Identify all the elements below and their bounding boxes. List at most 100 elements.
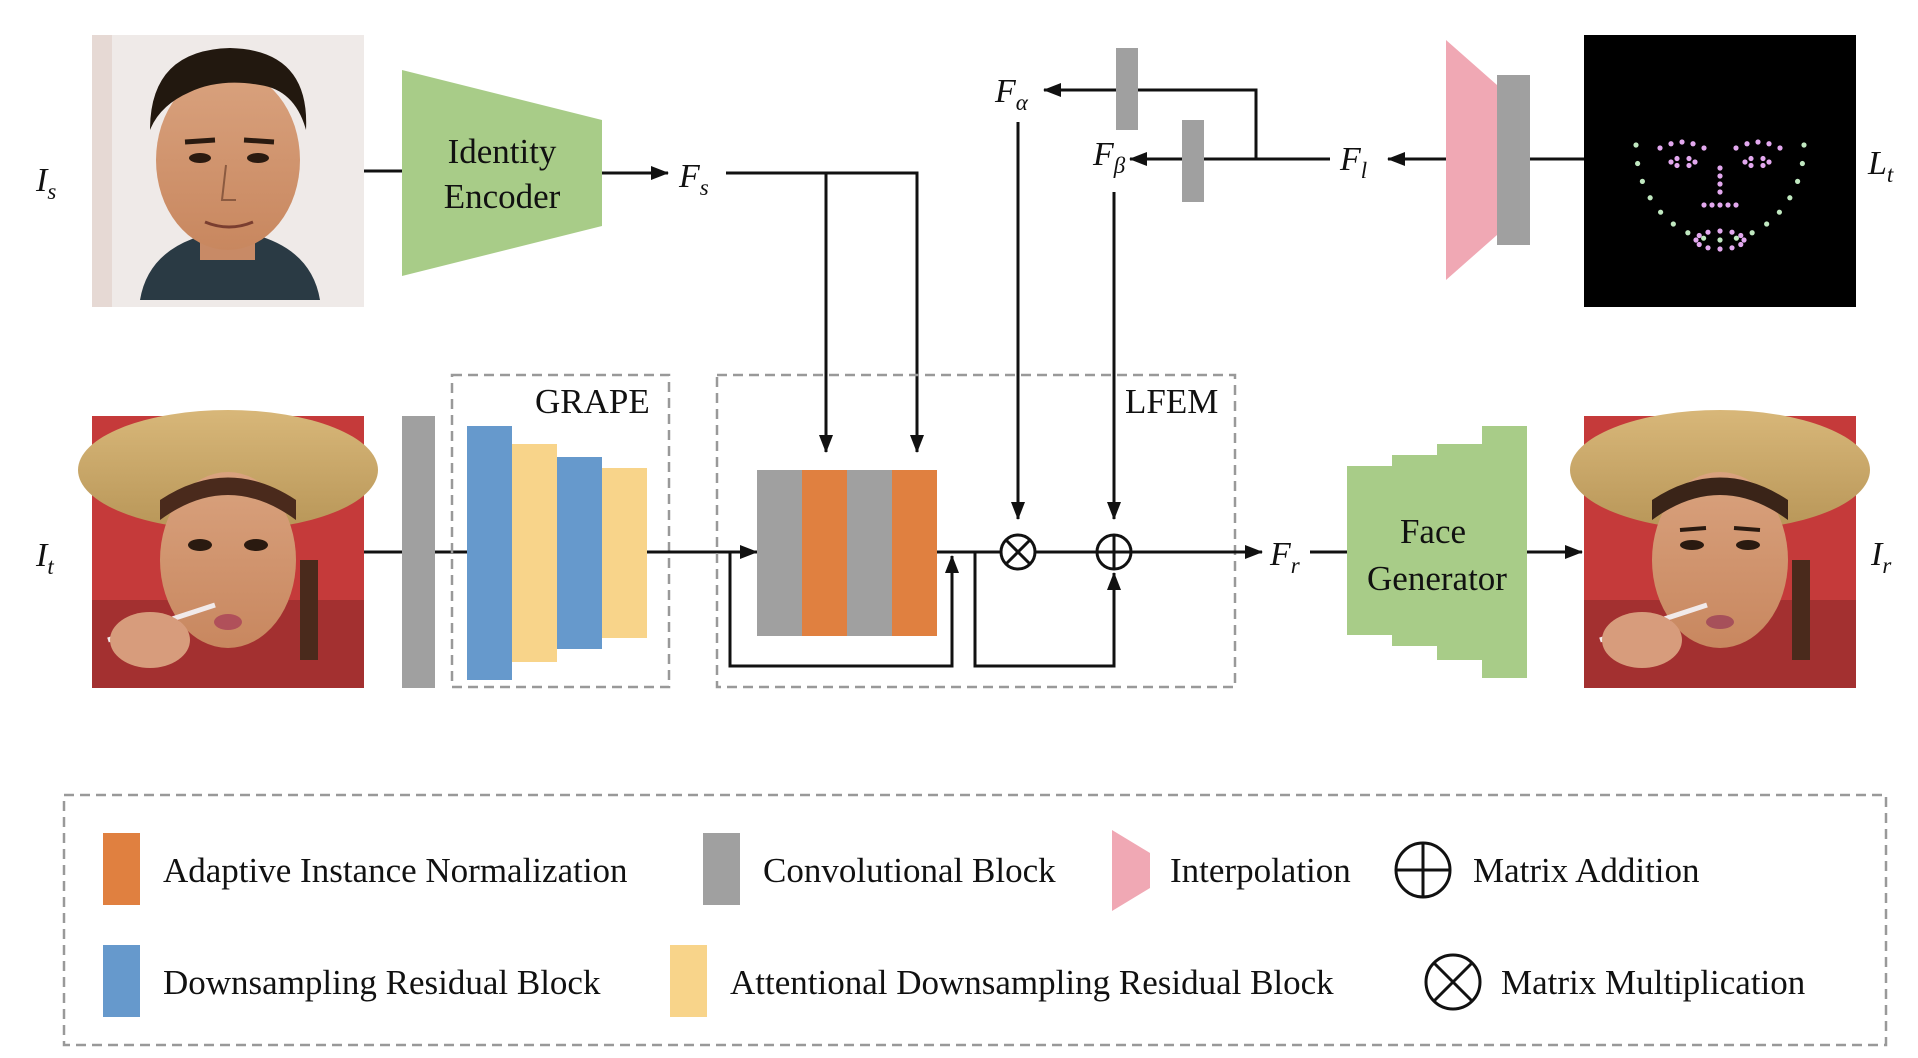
nose-point — [1701, 202, 1707, 208]
interpolation-block — [1446, 40, 1497, 280]
jaw-point — [1647, 195, 1653, 201]
mouth-point — [1729, 229, 1735, 235]
brow-point — [1690, 141, 1696, 147]
label-lt: Lt — [1867, 145, 1894, 187]
jaw-point — [1799, 160, 1805, 167]
legend-attn-swatch — [670, 945, 707, 1017]
eye-point — [1748, 162, 1754, 169]
legend-attn-label: Attentional Downsampling Residual Block — [730, 963, 1334, 1002]
face-generator: Face Generator — [1347, 426, 1527, 678]
jaw-point — [1776, 209, 1782, 215]
label-is: Is — [35, 162, 56, 204]
eye-point — [1760, 155, 1766, 162]
lfem-conv-block-1 — [757, 470, 802, 636]
target-face-photo — [78, 410, 378, 688]
eye-point — [1748, 155, 1754, 162]
label-falpha: Fα — [994, 73, 1029, 115]
jaw-point — [1685, 230, 1691, 236]
eye-point — [1686, 155, 1692, 162]
nose-point — [1717, 189, 1723, 195]
brow-point — [1701, 145, 1707, 151]
nose-point — [1717, 181, 1723, 187]
label-fbeta: Fβ — [1092, 136, 1126, 178]
eye-point — [1668, 159, 1674, 165]
label-fr: Fr — [1269, 536, 1301, 578]
brow-point — [1679, 139, 1685, 145]
legend-mul-icon — [1424, 953, 1482, 1011]
jaw-point — [1658, 209, 1664, 215]
jaw-point — [1787, 195, 1793, 201]
jaw-point — [1635, 160, 1641, 167]
grape-module: GRAPE — [450, 373, 671, 689]
attentional-block-1 — [512, 444, 557, 662]
identity-encoder-line2: Encoder — [444, 177, 561, 216]
grape-label: GRAPE — [535, 382, 650, 421]
brow-point — [1766, 141, 1772, 147]
jaw-point — [1764, 221, 1770, 227]
nose-point — [1733, 202, 1739, 208]
legend: Adaptive Instance Normalization Convolut… — [62, 793, 1888, 1047]
jaw-point — [1733, 235, 1739, 241]
beta-conv-block — [1182, 120, 1204, 202]
mouth-point — [1717, 246, 1723, 252]
mouth-point — [1696, 241, 1702, 248]
legend-adain-label: Adaptive Instance Normalization — [163, 851, 628, 890]
jaw-point — [1801, 142, 1807, 148]
mouth-point — [1738, 241, 1744, 248]
result-face-photo — [1570, 410, 1870, 688]
mouth-point — [1705, 245, 1711, 251]
legend-frame — [62, 793, 1888, 1047]
nose-point — [1709, 202, 1715, 208]
landmark-points — [1633, 139, 1807, 252]
face-generator-line2: Generator — [1367, 559, 1507, 598]
mouth-point — [1738, 232, 1744, 239]
legend-conv-swatch — [703, 833, 740, 905]
jaw-point — [1639, 178, 1645, 184]
mouth-point — [1717, 228, 1723, 234]
lfem-module: LFEM — [715, 373, 1237, 689]
add-operator — [1095, 533, 1133, 571]
legend-interp-swatch — [1112, 830, 1150, 911]
jaw-point — [1701, 235, 1707, 241]
target-conv-block — [402, 416, 435, 688]
jaw-point — [1633, 142, 1639, 148]
landmark-conv-block — [1497, 75, 1530, 245]
legend-conv-label: Convolutional Block — [763, 851, 1056, 890]
nose-point — [1725, 202, 1731, 208]
downsampling-block-2 — [557, 457, 602, 649]
attentional-block-2 — [602, 468, 647, 638]
label-fl: Fl — [1339, 141, 1367, 183]
label-ir: Ir — [1870, 536, 1892, 578]
face-generator-shape — [1347, 426, 1527, 678]
legend-add-label: Matrix Addition — [1473, 851, 1700, 890]
legend-add-icon — [1394, 841, 1452, 899]
eye-point — [1674, 155, 1680, 162]
legend-interp-label: Interpolation — [1170, 851, 1351, 890]
nose-point — [1717, 173, 1723, 179]
mouth-point — [1741, 237, 1747, 243]
alpha-conv-block — [1116, 48, 1138, 130]
brow-point — [1744, 141, 1750, 147]
face-generator-line1: Face — [1400, 512, 1466, 551]
label-fs: Fs — [678, 158, 709, 200]
jaw-point — [1670, 221, 1676, 227]
lfem-conv-block-2 — [847, 470, 892, 636]
lfem-label: LFEM — [1125, 382, 1218, 421]
nose-point — [1717, 202, 1723, 208]
facial-landmark-map — [1584, 35, 1856, 307]
mouth-point — [1729, 245, 1735, 251]
legend-mul-label: Matrix Multiplication — [1501, 963, 1805, 1002]
legend-down-swatch — [103, 945, 140, 1017]
legend-down-label: Downsampling Residual Block — [163, 963, 601, 1002]
brow-point — [1657, 145, 1663, 151]
brow-point — [1777, 145, 1783, 151]
brow-point — [1733, 145, 1739, 151]
eye-point — [1692, 159, 1698, 165]
mouth-point — [1693, 237, 1699, 243]
label-it: It — [35, 537, 54, 579]
eye-point — [1674, 162, 1680, 169]
identity-encoder: Identity Encoder — [402, 70, 602, 276]
source-face-photo — [92, 35, 364, 307]
eye-point — [1686, 162, 1692, 169]
nose-point — [1717, 165, 1723, 171]
